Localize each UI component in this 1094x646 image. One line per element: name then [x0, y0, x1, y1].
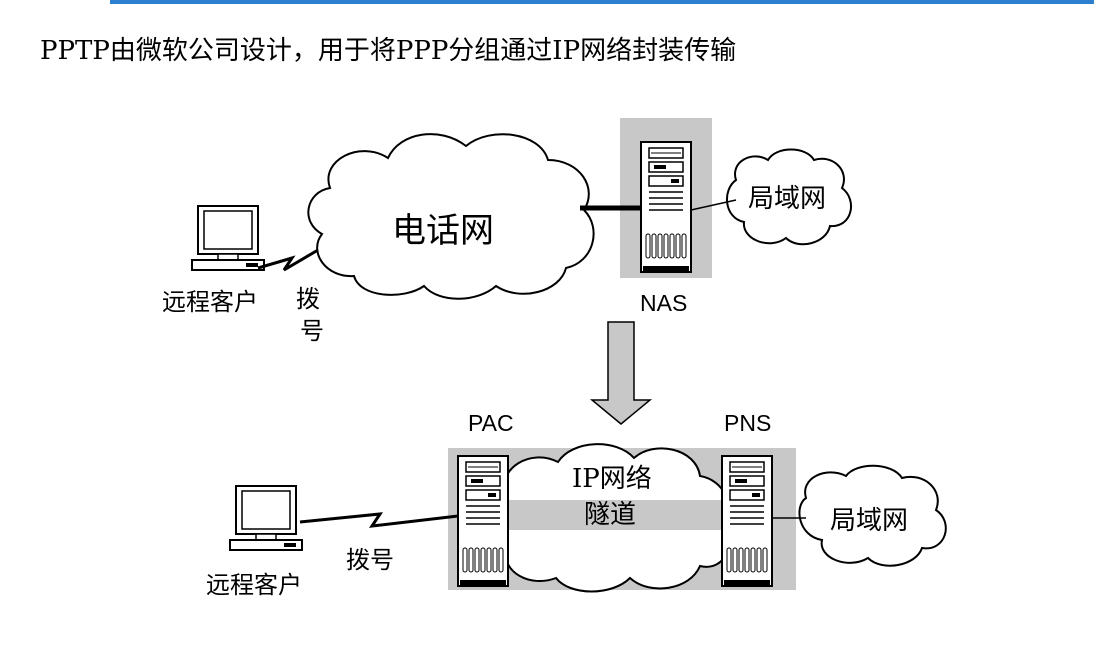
top-accent-bar: [110, 0, 1094, 4]
top-dial-link-icon: [257, 248, 319, 272]
top-dial-label-2: 号: [300, 317, 324, 345]
tunnel-label: 隧道: [584, 500, 637, 530]
top-dial-label: 拨: [296, 285, 320, 313]
phone-network-cloud: [307, 133, 595, 300]
top-remote-client-icon: [191, 205, 265, 271]
top-lan-cloud: [725, 148, 852, 246]
nas-server-icon: [640, 141, 692, 273]
ip-network-label: IP网络: [572, 464, 652, 494]
nas-label: NAS: [640, 290, 688, 316]
bottom-lan-cloud: [798, 464, 947, 567]
tunnel-bar: [490, 500, 735, 530]
down-arrow-icon: [589, 321, 653, 425]
nas-lan-link-line: [690, 199, 737, 211]
bottom-remote-client-label: 远程客户: [206, 571, 302, 599]
bottom-lan-label: 局域网: [830, 506, 909, 536]
bottom-remote-client-icon: [229, 485, 303, 551]
pns-server-icon: [721, 455, 773, 587]
bottom-dial-link-icon: [299, 512, 459, 528]
bottom-dial-label: 拨号: [346, 546, 394, 574]
pac-label: PAC: [468, 410, 514, 436]
top-lan-label: 局域网: [748, 184, 827, 214]
phone-network-label: 电话网: [392, 211, 494, 251]
pns-label: PNS: [724, 410, 772, 436]
page-title: PPTP由微软公司设计，用于将PPP分组通过IP网络封装传输: [40, 36, 737, 66]
pac-server-icon: [457, 455, 509, 587]
top-remote-client-label: 远程客户: [162, 288, 258, 316]
